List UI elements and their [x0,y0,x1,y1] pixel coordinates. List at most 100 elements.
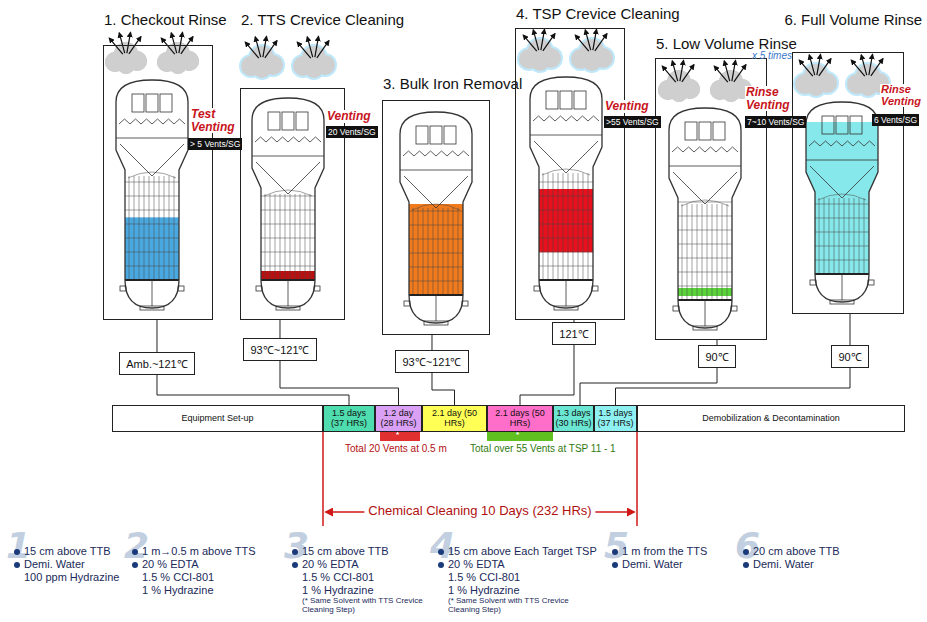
schedule-segment: 2.1 days (50 HRs) [487,405,553,432]
drawing-part [669,108,741,328]
step-title: 6. Full Volume Rinse [784,11,922,28]
vent-arrow [724,61,729,81]
drawing-part [844,198,845,274]
condition-text: 1.5 % CCI-801 [302,571,374,583]
venting-label: Rinse Venting [745,86,791,111]
drawing-part [678,286,732,287]
drawing-part [125,196,179,197]
drawing-part [116,80,188,308]
duration-label: 1.3 days (30 HRs) [555,409,592,429]
drawing-part [534,141,598,173]
step-panel: 3. Bulk Iron Removal [382,100,490,335]
drawing-part [409,253,463,254]
drawing-part [727,204,728,300]
vent-cloud [658,60,700,102]
drawing-part [261,238,315,239]
drawing-part [669,166,741,167]
drawing-part [699,122,711,140]
vent-arrow [585,30,590,50]
connector-line [432,373,455,405]
vent-arrow [871,59,883,76]
drawing-part [423,208,424,295]
drawing-part [453,208,454,295]
vent-arrow [171,33,176,53]
liquid-fill [530,189,602,252]
drawing-part [678,244,732,245]
connector-line [280,361,399,405]
vent-arrow [127,32,131,53]
drawing-part [256,162,320,194]
bracket-line [636,432,638,526]
vent-arrow [533,30,538,50]
liquid-fill [116,217,188,280]
drawing-part [285,194,286,280]
condition-text: 1.5 % CCI-801 [448,571,520,583]
drawing-part [842,274,843,302]
drawing-part [849,198,850,274]
footnote: (* Same Solvent with TTS Crevice Cleanin… [302,597,427,615]
step-panel: 1. Checkout Rinse [103,45,213,320]
drawing-part [692,204,693,300]
internals [669,122,741,204]
vent-arrow [819,59,831,76]
drawing-part [132,94,144,112]
drawing-part [412,204,460,210]
drawing-part [169,56,187,74]
drawing-part [712,204,713,300]
drawing-part [169,56,187,74]
temperature-label: 121℃ [559,326,588,341]
drawing-part [160,94,172,112]
vent-bar [487,432,553,441]
schedule-segment: 1.5 days (37 HRs) [323,405,375,432]
drawing-part [448,208,449,295]
drawing-part [129,176,130,280]
drawing-part [568,173,569,280]
drawing-part [268,112,280,130]
duration-label: 2.1 days (50 HRs) [489,409,551,429]
duration-label: 1.5 days (37 HRs) [596,409,635,429]
drawing-part [815,218,869,219]
drawing-part [673,172,737,204]
drawing-part [678,216,732,217]
drawing-part [252,156,324,157]
drawing-part [687,204,688,300]
drawing-part [539,182,593,183]
condition-text: 15 cm above Each Target TSP [448,545,597,557]
condition-text: Demi. Water [622,558,683,570]
drawing-part [261,252,315,253]
footnote: (* Same Solvent with TTS Crevice Cleanin… [448,597,573,615]
steam-generator [669,108,741,330]
temperature-label: Amb.~121℃ [126,356,187,371]
drawing-part [707,204,708,300]
panel-art [400,112,472,325]
drawing-part [533,116,599,121]
temperature-box: 121℃ [552,322,595,345]
drawing-part [174,176,175,280]
panel-art [239,36,337,310]
drawing-part [265,194,266,280]
drawing-part [539,210,593,211]
vent-count-badge: 20 Vents/SG [326,126,378,138]
panel-art [793,54,891,304]
connector-line [431,335,432,350]
liquid-fill [669,288,741,296]
condition-text: Demi. Water [24,558,85,570]
vent-arrow [680,60,684,81]
drawing-part [806,160,878,161]
drawing-part [120,144,184,176]
internals [806,116,878,198]
drawing-part [815,260,869,261]
temperature-label: 93℃~121℃ [250,342,309,357]
drawing-part [443,208,444,295]
connector-line [520,345,574,405]
drawing-part [583,173,584,280]
connector-line [279,320,280,338]
drawing-part [678,258,732,259]
step-panel: 4. TSP Crevice Cleaning [515,28,625,320]
drawing-part [672,147,738,152]
temperature-box: 90℃ [698,345,735,368]
drawing-part [815,246,869,247]
drawing-part [139,176,140,280]
panel-art [658,60,752,330]
